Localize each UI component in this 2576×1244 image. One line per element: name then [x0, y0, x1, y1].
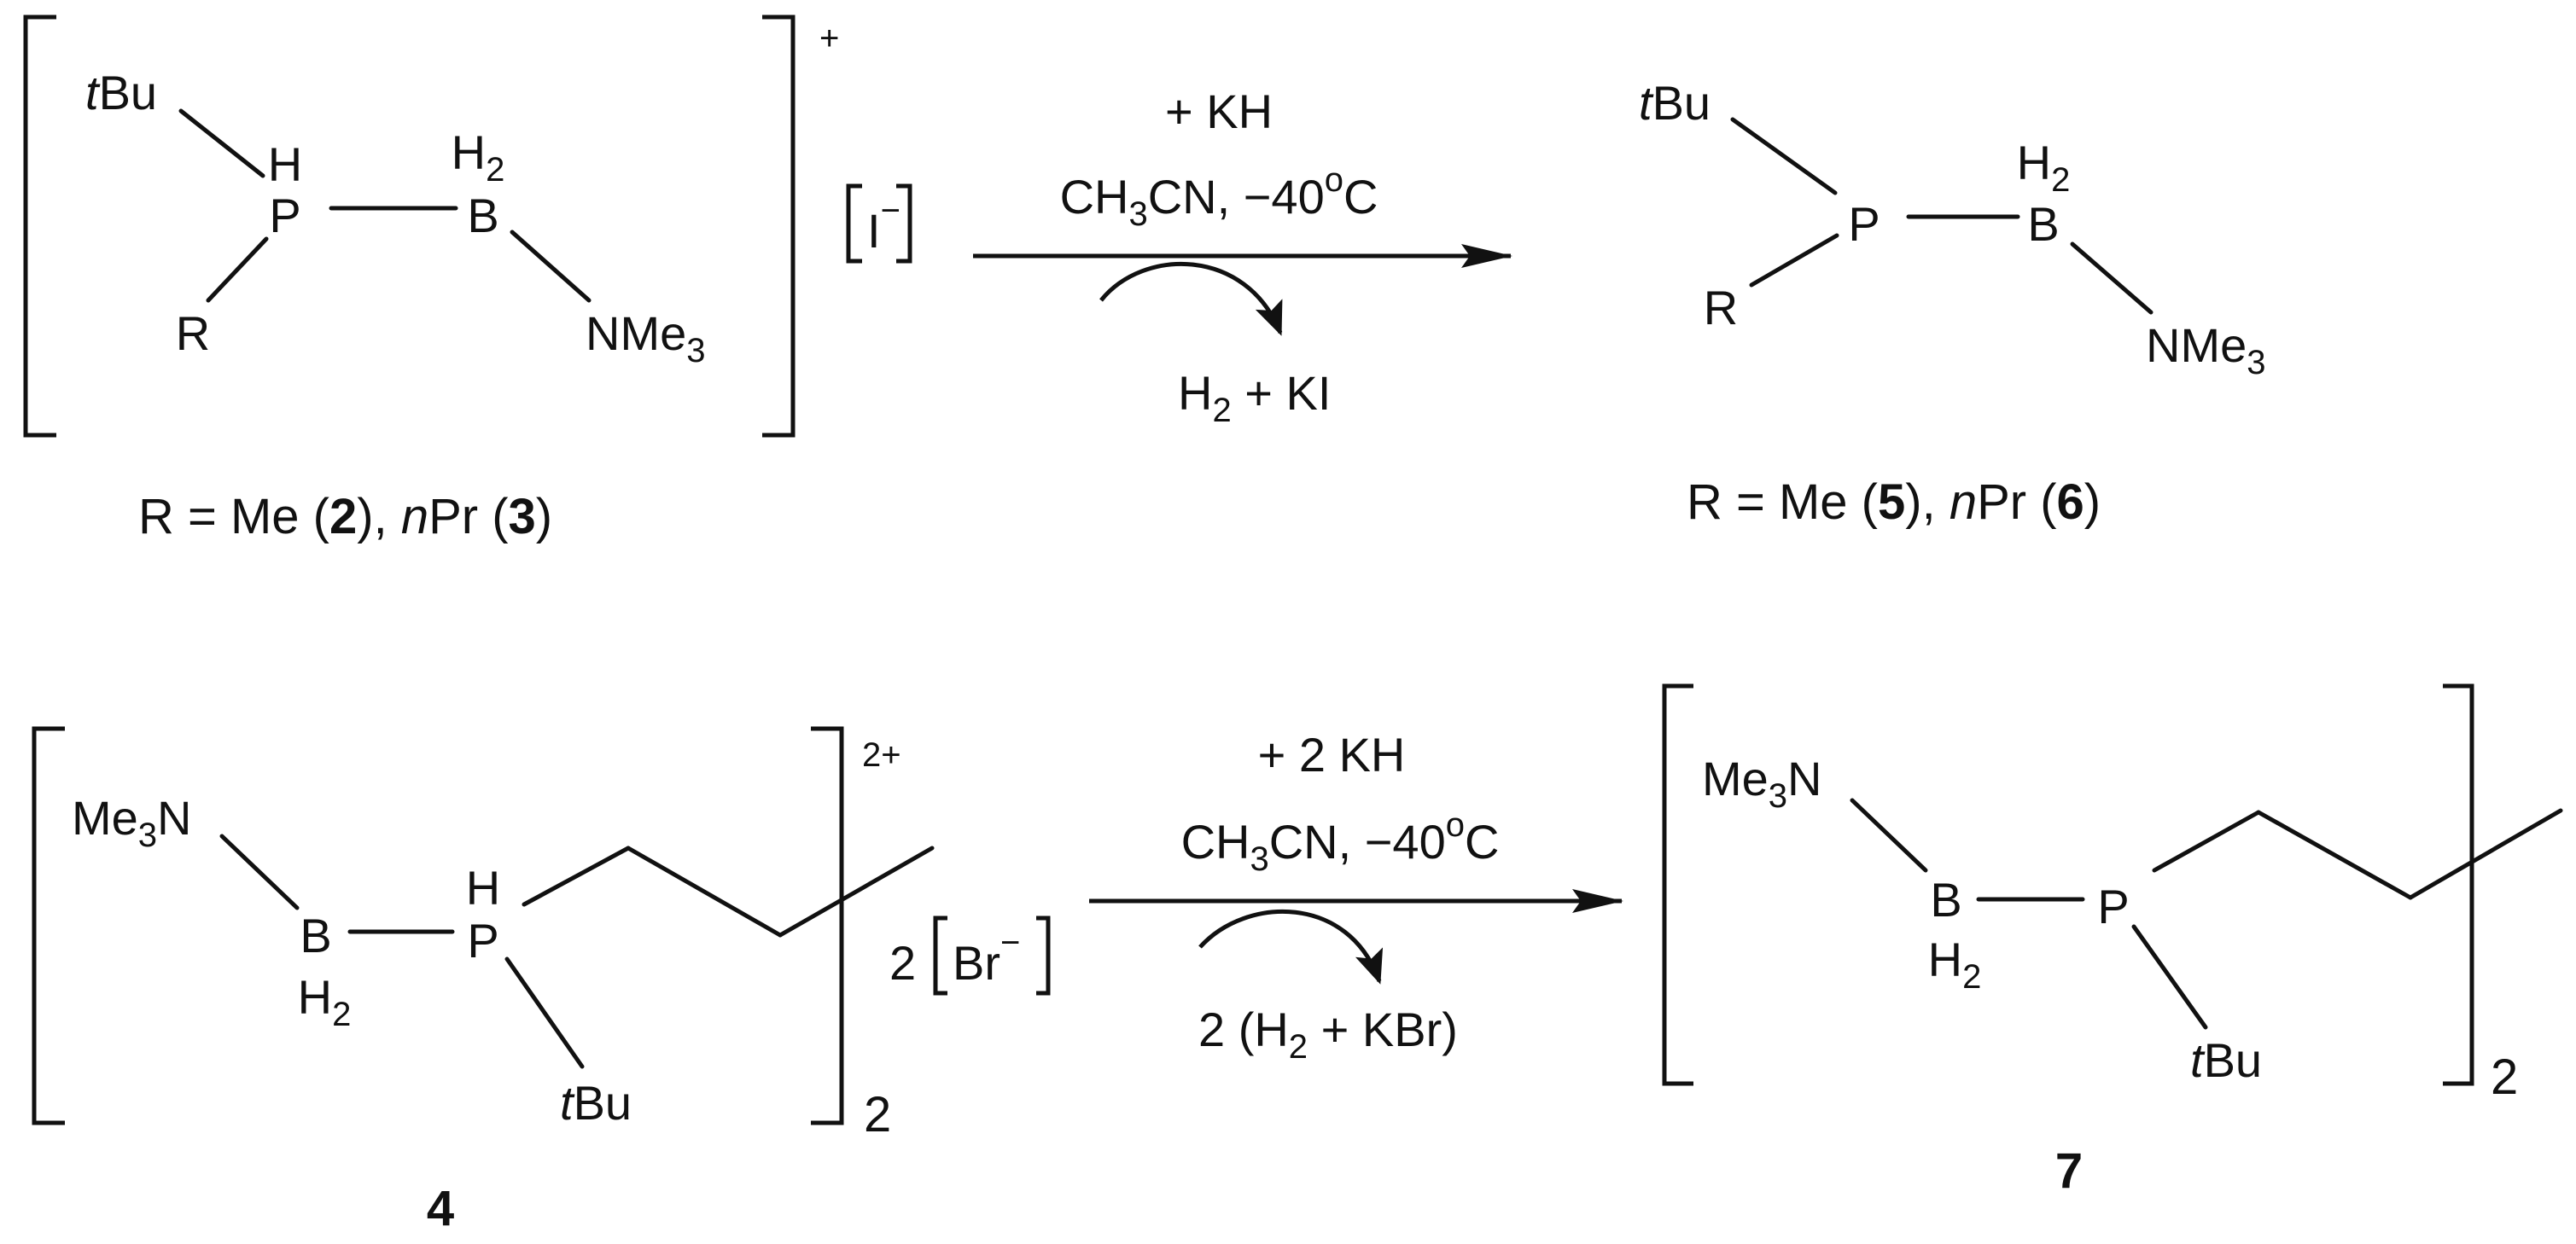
- bond-p-r: [1749, 233, 1839, 288]
- right-bracket: [2443, 683, 2474, 1086]
- tbu-label: tBu: [1639, 76, 1711, 130]
- bond-p-r: [206, 236, 269, 303]
- curved-byproduct-arrow: [1198, 909, 1384, 985]
- curved-byproduct-arrow: [1099, 261, 1283, 336]
- reaction-2: 2+ 2 Me3N B H2 H P tBu 2 Br− 4 + 2 KH CH…: [32, 683, 2563, 1236]
- tbu-label: tBu: [85, 66, 157, 119]
- bond-tbu-p: [1730, 117, 1838, 195]
- bond-b-n: [510, 230, 592, 303]
- product-caption: R = Me (5), nPr (6): [1687, 474, 2101, 530]
- bond-p-ch2: [2152, 810, 2261, 873]
- bond-n-b: [1850, 798, 1928, 873]
- tbu-label: tBu: [2190, 1033, 2262, 1087]
- bond-ch2-ch2: [2256, 810, 2413, 900]
- reactant-caption: R = Me (2), nPr (3): [138, 489, 552, 544]
- repeat-subscript: 2: [2491, 1049, 2518, 1105]
- reaction-arrow-2: + 2 KH CH3CN, −40oC 2 (H2 + KBr): [1089, 728, 1623, 1066]
- reaction-1: + tBu H P H2 B NMe3 R I− R = Me (2), nPr…: [23, 15, 2265, 544]
- reactant-bis-phosphonium-borane: 2+ 2 Me3N B H2 H P tBu 2 Br−: [32, 726, 1051, 1142]
- byproduct: H2 + KI: [1178, 366, 1331, 429]
- dication-charge: 2+: [862, 736, 901, 774]
- phosphorus-atom: P: [1848, 197, 1880, 251]
- phosphorus-atom: P: [269, 189, 300, 242]
- bromide-right-bracket: [1036, 916, 1051, 996]
- bond-ch2-ch2: [626, 846, 783, 938]
- reactant-label: 4: [427, 1181, 454, 1236]
- boron-atom: B: [2027, 197, 2059, 251]
- iodide-right-bracket: [896, 183, 912, 264]
- bh2-label: H2: [452, 125, 505, 189]
- right-bracket: [762, 15, 796, 438]
- iodide-counterion: I−: [867, 192, 900, 258]
- bond-p-ch2: [522, 846, 631, 907]
- bond-p-tbu: [504, 956, 585, 1069]
- phosphorus-atom: P: [2097, 880, 2129, 933]
- boron-atom: B: [300, 909, 331, 962]
- reagent-above: + KH: [1165, 84, 1273, 138]
- r-group-label: R: [176, 306, 210, 360]
- me3n-label: Me3N: [1702, 752, 1822, 815]
- reaction-arrow-1: + KH CH3CN, −40oC H2 + KI: [973, 84, 1512, 429]
- me3n-label: Me3N: [72, 791, 192, 854]
- bromide-counterion: Br−: [953, 924, 1020, 990]
- bond-ch2-linker: [2408, 808, 2563, 900]
- conditions: CH3CN, −40oC: [1181, 806, 1500, 878]
- product-label: 7: [2055, 1143, 2083, 1199]
- bh2-label: H2: [1928, 933, 1982, 996]
- product-phosphinoborane: tBu P H2 B NMe3 R: [1639, 76, 2265, 381]
- product-polyphosphinoborane: 2 Me3N B H2 P tBu: [1662, 683, 2563, 1105]
- left-bracket: [23, 15, 56, 438]
- p-h-label: H: [268, 137, 302, 191]
- bh2-label: H2: [2017, 136, 2071, 199]
- bond-n-b: [219, 834, 300, 910]
- bh2-label: H2: [298, 970, 352, 1033]
- boron-atom: B: [1930, 873, 1961, 927]
- bromide-left-bracket: [933, 916, 947, 996]
- nme3-label: NMe3: [2146, 318, 2265, 381]
- iodide-left-bracket: [846, 183, 862, 264]
- reagent-above: + 2 KH: [1258, 728, 1406, 782]
- phosphorus-atom: P: [467, 914, 498, 968]
- bond-tbu-p: [178, 108, 265, 178]
- boron-atom: B: [467, 189, 498, 242]
- bromide-coefficient: 2: [889, 936, 916, 990]
- left-bracket: [1662, 683, 1693, 1086]
- left-bracket: [32, 726, 65, 1125]
- conditions: CH3CN, −40oC: [1060, 161, 1378, 233]
- repeat-subscript: 2: [864, 1087, 891, 1142]
- p-h-label: H: [466, 861, 500, 915]
- bond-b-n: [2070, 241, 2153, 315]
- tbu-label: tBu: [560, 1076, 632, 1130]
- byproduct: 2 (H2 + KBr): [1198, 1003, 1458, 1066]
- right-bracket: [811, 726, 844, 1125]
- r-group-label: R: [1704, 281, 1738, 334]
- bond-ch2-linker: [778, 846, 935, 938]
- bond-p-tbu: [2131, 924, 2208, 1030]
- cation-charge: +: [819, 20, 839, 57]
- nme3-label: NMe3: [586, 306, 705, 369]
- reactant-phosphonium-borane: + tBu H P H2 B NMe3 R I−: [23, 15, 912, 438]
